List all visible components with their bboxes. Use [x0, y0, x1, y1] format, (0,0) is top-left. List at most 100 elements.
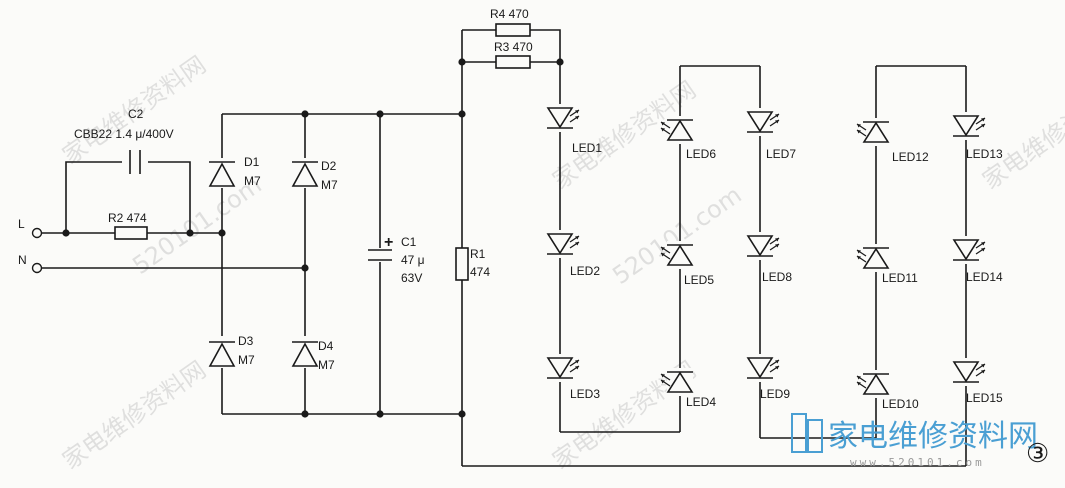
label-led5: LED5	[684, 273, 714, 287]
capacitor-c2	[124, 150, 146, 174]
led-led11	[856, 244, 890, 272]
watermark-cn: 家电维修资料网	[57, 356, 211, 475]
figure-number: ③	[1026, 438, 1049, 468]
label-led10: LED10	[882, 397, 919, 411]
junction-dot	[186, 229, 194, 237]
site-logo: 家电维修资料网 www.520101.com	[791, 413, 1038, 469]
label-led6: LED6	[686, 147, 716, 161]
led-led3	[546, 354, 580, 382]
light-emission-icon	[769, 119, 780, 127]
led-led9	[746, 354, 780, 382]
label-d4-type: M7	[318, 358, 335, 372]
light-emission-icon	[660, 373, 671, 381]
junction-dot	[556, 58, 564, 66]
diode-d1	[208, 158, 236, 188]
label-led11: LED11	[882, 271, 918, 285]
light-emission-icon	[975, 241, 986, 249]
light-emission-icon	[769, 237, 780, 245]
terminal-n	[31, 262, 43, 274]
light-emission-icon	[569, 365, 580, 373]
label-d1-name: D1	[244, 155, 260, 169]
resistor-r4	[495, 23, 531, 37]
resistor-r1	[455, 247, 469, 281]
led-led14	[952, 236, 986, 264]
watermark-url: 520101.com	[607, 181, 746, 290]
diode-d3	[208, 336, 236, 368]
led-led8	[746, 232, 780, 260]
light-emission-icon	[975, 247, 986, 255]
led-led6	[660, 116, 694, 144]
light-emission-icon	[856, 129, 867, 137]
junction-dot	[376, 410, 384, 418]
label-n: N	[18, 253, 27, 267]
led-led1	[546, 104, 580, 132]
light-emission-icon	[569, 109, 580, 117]
label-led3: LED3	[570, 387, 600, 401]
light-emission-icon	[769, 365, 780, 373]
junction-dot	[458, 110, 466, 118]
light-emission-icon	[975, 123, 986, 131]
junction-dot	[301, 264, 309, 272]
label-led1: LED1	[572, 141, 602, 155]
light-emission-icon	[569, 235, 580, 243]
light-emission-icon	[660, 379, 671, 387]
label-l: L	[18, 217, 25, 231]
light-emission-icon	[975, 363, 986, 371]
light-emission-icon	[569, 359, 580, 367]
light-emission-icon	[856, 255, 867, 263]
label-led14: LED14	[966, 270, 1003, 284]
capacitor-c1	[366, 248, 394, 262]
label-r2: R2 474	[108, 211, 147, 225]
label-led12: LED12	[892, 150, 929, 164]
led-led2	[546, 230, 580, 258]
junction-dot	[458, 58, 466, 66]
resistor-r3	[495, 55, 531, 69]
led-led15	[952, 358, 986, 386]
label-r1-value: 474	[470, 265, 490, 279]
label-d3-name: D3	[238, 334, 254, 348]
light-emission-icon	[975, 117, 986, 125]
label-c1-cap: 47 μ	[401, 253, 425, 267]
label-d4-name: D4	[318, 339, 334, 353]
led-led4	[660, 368, 694, 396]
label-led4: LED4	[686, 395, 716, 409]
label-led9: LED9	[760, 387, 790, 401]
label-d1-type: M7	[244, 174, 261, 188]
label-r3: R3 470	[494, 40, 533, 54]
label-c2-name: C2	[128, 107, 144, 121]
label-c1-plus: +	[384, 234, 393, 251]
led-led7	[746, 108, 780, 136]
logo-url: www.520101.com	[850, 456, 985, 469]
label-c2-value: CBB22 1.4 μ/400V	[74, 127, 174, 141]
label-led8: LED8	[762, 270, 792, 284]
light-emission-icon	[856, 375, 867, 383]
label-d3-type: M7	[238, 353, 255, 367]
watermark-cn: 家电维修资料网	[977, 76, 1065, 195]
junction-dot	[458, 410, 466, 418]
diode-d4	[291, 336, 319, 368]
label-led15: LED15	[966, 391, 1003, 405]
label-r4: R4 470	[490, 7, 529, 21]
label-led2: LED2	[570, 264, 600, 278]
light-emission-icon	[660, 246, 671, 254]
light-emission-icon	[660, 127, 671, 135]
light-emission-icon	[769, 113, 780, 121]
label-c1-volt: 63V	[401, 271, 422, 285]
light-emission-icon	[569, 241, 580, 249]
label-r1-name: R1	[470, 247, 486, 261]
light-emission-icon	[856, 123, 867, 131]
light-emission-icon	[769, 359, 780, 367]
light-emission-icon	[569, 115, 580, 123]
light-emission-icon	[660, 121, 671, 129]
light-emission-icon	[856, 381, 867, 389]
resistor-r2	[114, 226, 148, 240]
light-emission-icon	[856, 249, 867, 257]
junction-dot	[376, 110, 384, 118]
light-emission-icon	[769, 243, 780, 251]
logo-text: 家电维修资料网	[828, 419, 1038, 454]
led-led5	[660, 241, 694, 269]
book-icon	[791, 413, 823, 453]
